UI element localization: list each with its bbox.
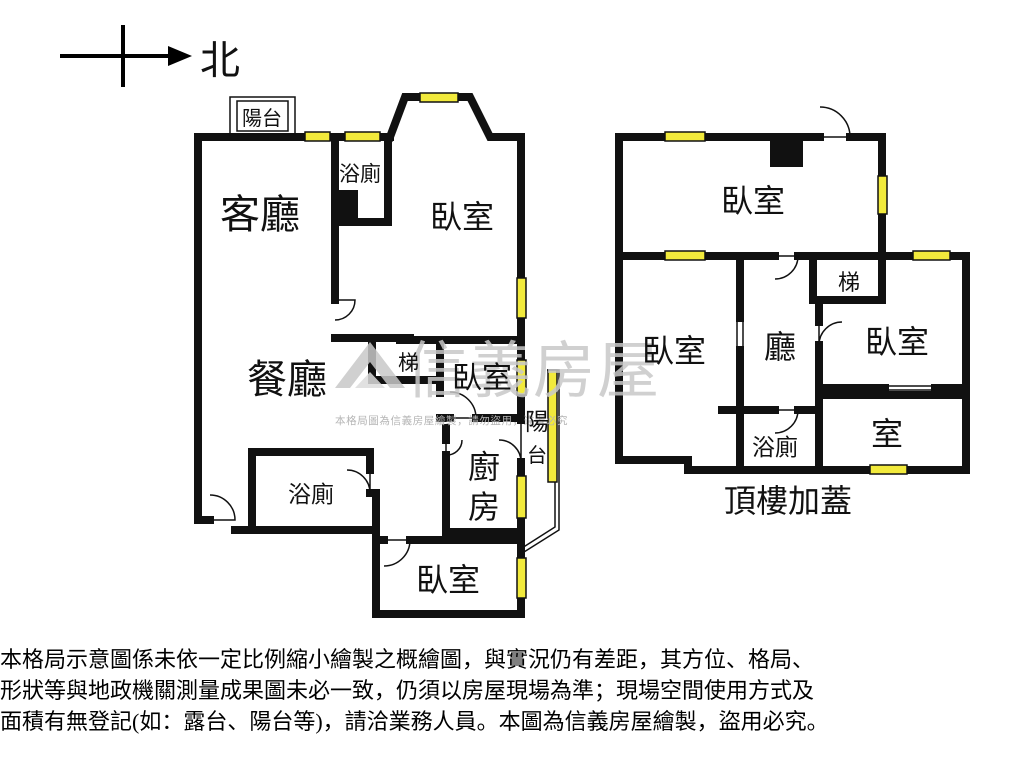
roof-chimney-block	[770, 137, 803, 167]
roof-bedroom-right-label: 臥室	[865, 324, 929, 360]
main-bedroom-top-label: 臥室	[430, 199, 494, 235]
disclaimer-line-2: 形狀等與地政機關測量成果圖未必一致，仍須以房屋現場為準；現場空間使用方式及	[0, 678, 815, 703]
roof-stairs-label: 梯	[838, 270, 860, 295]
main-floor-walls	[194, 93, 525, 618]
main-balcony-outlines	[229, 96, 560, 553]
disclaimer-line-1: 本格局示意圖係未依一定比例縮小繪製之概繪圖，與實況仍有差距，其方位、格局、	[0, 647, 815, 672]
main-bath-bottom-label: 浴廁	[288, 482, 334, 507]
roof-bedroom-left-label: 臥室	[642, 333, 706, 369]
roof-thin-lines	[736, 318, 935, 391]
north-label: 北	[200, 38, 240, 83]
main-bedroom-bottom-label: 臥室	[416, 562, 480, 598]
roof-floor-walls	[615, 133, 970, 474]
roof-room-label: 室	[871, 416, 903, 452]
main-bath-top-label: 浴廁	[339, 162, 381, 186]
roof-bath-label: 浴廁	[752, 435, 798, 460]
main-dining-room-label: 餐廳	[247, 357, 327, 402]
main-balcony-side-label-2: 台	[527, 444, 547, 467]
roof-caption: 頂樓加蓋	[724, 483, 852, 519]
watermark-logo-icon	[335, 342, 405, 388]
toilet-block	[336, 190, 358, 220]
main-balcony-side-label-1: 陽	[525, 410, 549, 436]
roof-hall-label: 廳	[764, 329, 796, 365]
main-bedroom-mid-label: 臥室	[452, 362, 512, 395]
roof-windows	[664, 131, 951, 475]
north-arrow-icon	[60, 25, 192, 87]
disclaimer-line-3: 面積有無登記(如：露台、陽台等)，請洽業務人員。本圖為信義房屋繪製，盜用必究。	[0, 709, 829, 734]
main-kitchen-label-2: 房	[468, 489, 500, 525]
main-doors	[209, 299, 522, 567]
roof-bedroom-top-label: 臥室	[721, 183, 785, 219]
floor-plan: 北	[60, 25, 970, 618]
main-windows	[304, 92, 558, 599]
watermark-small-text: 本格局圖為信義房屋繪製，請勿盜用，違者必究	[335, 414, 568, 427]
roof-doors	[774, 106, 851, 434]
disclaimer: 本格局示意圖係未依一定比例縮小繪製之概繪圖，與實況仍有差距，其方位、格局、 形狀…	[0, 644, 1024, 737]
main-stairs-label: 梯	[398, 351, 419, 375]
watermark-brand: 信義房屋	[405, 334, 661, 407]
main-kitchen-label-1: 廚	[468, 449, 500, 485]
main-balcony-top-label: 陽台	[242, 107, 282, 130]
main-living-room-label: 客廳	[220, 192, 300, 237]
